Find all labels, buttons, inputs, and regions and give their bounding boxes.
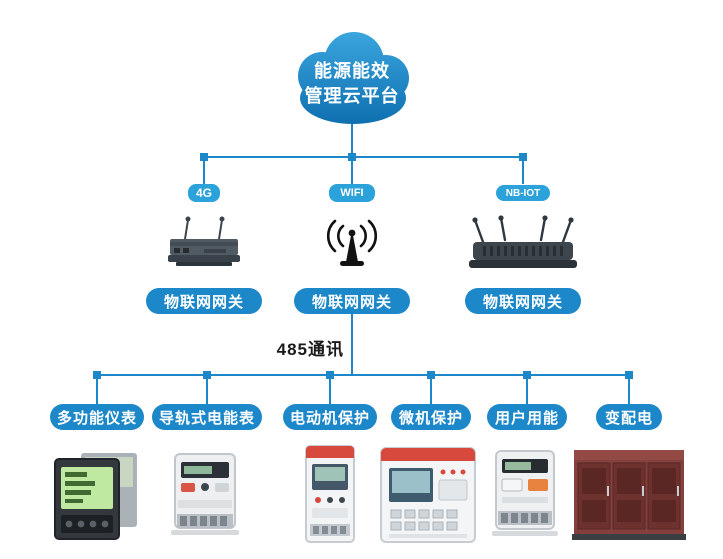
rs485-bus-line — [96, 374, 630, 376]
gateway-label-1: 物联网网关 — [146, 288, 262, 314]
gateway-label-2: 物联网网关 — [294, 288, 410, 314]
badge-wifi: WIFI — [329, 184, 375, 202]
device-label-din-rail-meter: 导轨式电能表 — [152, 404, 262, 430]
device-label-multifunction-meter: 多功能仪表 — [50, 404, 144, 430]
user-energy-meter-image — [486, 447, 564, 539]
drop-line-device-1 — [96, 374, 98, 404]
device-label-motor-protector: 电动机保护 — [283, 404, 377, 430]
cloud-icon — [298, 32, 409, 124]
motor-protector-image — [298, 444, 362, 546]
4g-router-icon — [164, 214, 244, 272]
cloud-platform: 能源能效 管理云平台 — [282, 26, 422, 128]
badge-nbiot: NB-IOT — [496, 185, 550, 201]
device-label-power-distribution: 变配电 — [596, 404, 662, 430]
drop-line-nbiot — [522, 156, 524, 184]
badge-4g: 4G — [188, 184, 220, 202]
cloud-title-line1: 能源能效 — [314, 60, 390, 81]
drop-line-4g — [203, 156, 205, 184]
connector-cloud-to-gateway-bus — [351, 118, 353, 158]
device-label-user-energy: 用户用能 — [487, 404, 567, 430]
drop-line-wifi — [351, 156, 353, 184]
gateway-bus-line — [203, 156, 524, 158]
nbiot-router-icon — [467, 214, 579, 274]
cloud-platform-title: 能源能效 管理云平台 — [282, 40, 422, 128]
gateway-label-3: 物联网网关 — [465, 288, 581, 314]
multifunction-meter-image — [51, 447, 143, 545]
drop-line-device-6 — [628, 374, 630, 404]
cloud-title-line2: 管理云平台 — [304, 86, 400, 106]
drop-line-device-4 — [430, 374, 432, 404]
drop-line-device-5 — [526, 374, 528, 404]
connector-gateway-to-485-bus — [351, 314, 353, 375]
power-distribution-cabinet-image — [570, 446, 688, 542]
microcomputer-protector-image — [377, 444, 479, 546]
drop-line-device-2 — [206, 374, 208, 404]
rs485-bus-label: 485通讯 — [276, 340, 344, 359]
device-label-microcomputer-protector: 微机保护 — [391, 404, 471, 430]
din-rail-meter-image — [165, 450, 245, 538]
drop-line-device-3 — [329, 374, 331, 404]
wifi-antenna-icon — [322, 216, 382, 272]
